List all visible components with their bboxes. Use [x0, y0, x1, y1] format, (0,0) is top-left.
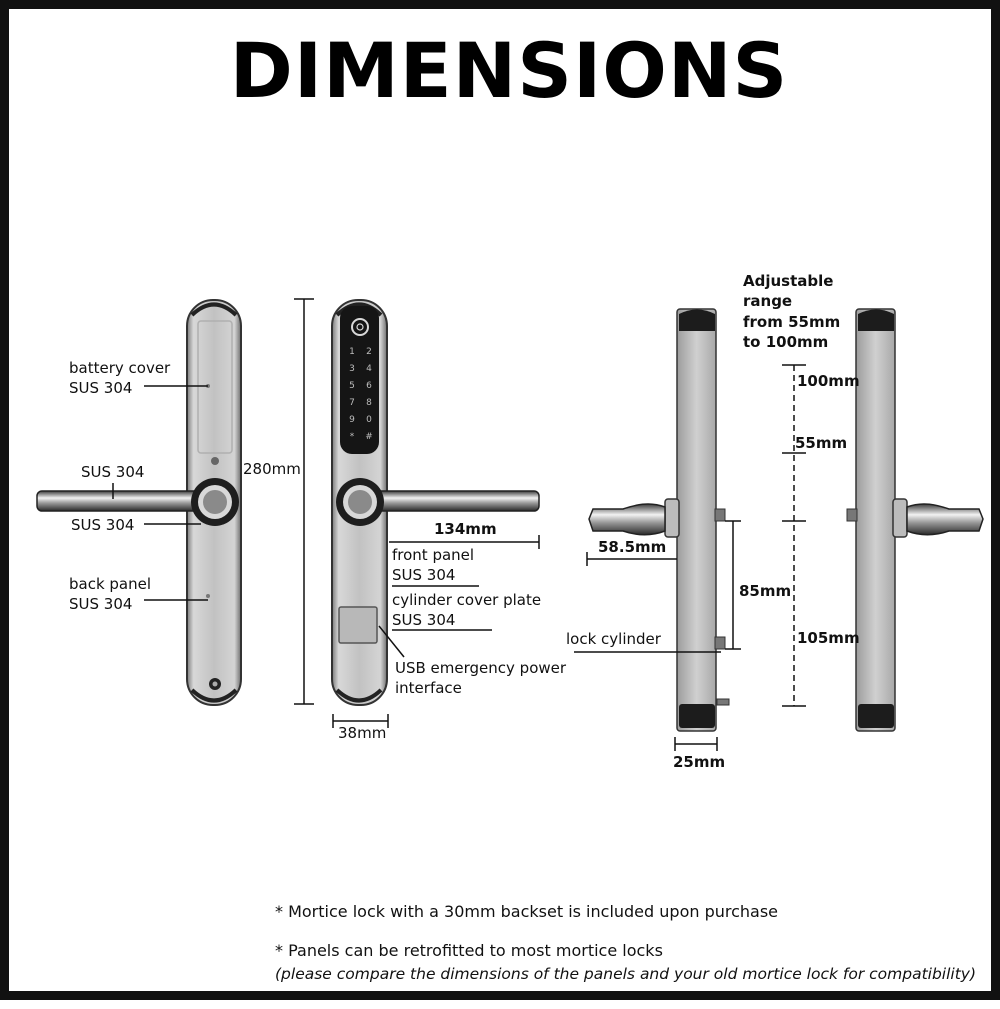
- battery-cover-label: battery cover: [69, 359, 171, 377]
- lever-length-label: 134mm: [434, 520, 497, 538]
- cylinder-distance-label: 85mm: [739, 582, 791, 600]
- battery-cover: [197, 320, 233, 454]
- range-max-label: 100mm: [797, 372, 860, 390]
- adjustable-line1: Adjustable: [743, 272, 833, 290]
- keypad-key: 6: [366, 381, 372, 391]
- keypad-key: 5: [349, 381, 355, 391]
- fingerprint-sensor-icon: [351, 318, 369, 336]
- front-panel-material-label: SUS 304: [392, 566, 455, 584]
- cylinder-cover-material-label: SUS 304: [392, 611, 455, 629]
- side-view-right: [846, 308, 984, 732]
- adjustable-line3: from 55mm: [743, 313, 840, 331]
- keypad-key: 1: [349, 347, 355, 357]
- front-panel-label: front panel: [392, 546, 474, 564]
- adjustable-line4: to 100mm: [743, 333, 828, 351]
- keypad-key: 3: [349, 364, 355, 374]
- width-dimension: 38mm: [332, 714, 389, 742]
- height-label: 280mm: [243, 460, 301, 478]
- usb-label-line1: USB emergency power: [395, 659, 567, 677]
- dimension-drawing: battery cover SUS 304 SUS 304 SUS 304 ba…: [36, 272, 984, 771]
- keypad-key: 8: [366, 398, 372, 408]
- keypad-key: 9: [349, 415, 355, 425]
- keypad-keys: 1 2 3 4 5 6 7 8 9 0 * #: [349, 347, 373, 442]
- back-panel-bottom-bevel: [190, 688, 238, 703]
- front-panel-labels: 134mm front panel SUS 304 cylinder cover…: [378, 520, 567, 697]
- page-title: DIMENSIONS: [229, 26, 789, 115]
- usb-label-line2: interface: [395, 679, 462, 697]
- battery-cover-screw: [211, 457, 219, 465]
- adjustable-line2: range: [743, 292, 792, 310]
- side-view-left: [588, 308, 730, 732]
- usb-leader: [378, 625, 405, 658]
- handle-material-top-label: SUS 304: [81, 463, 144, 481]
- back-panel-top-bevel: [190, 302, 238, 317]
- note-backset: * Mortice lock with a 30mm backset is in…: [275, 902, 779, 921]
- side-left-lever: [588, 503, 666, 536]
- back-panel-view: [36, 299, 242, 706]
- cylinder-cover-plate: [338, 606, 378, 644]
- back-panel-label: back panel: [69, 575, 151, 593]
- keypad-key: *: [350, 432, 355, 442]
- keypad-key: 7: [349, 398, 355, 408]
- side-view-labels: Adjustable range from 55mm to 100mm 100m…: [566, 272, 860, 771]
- back-panel-labels: battery cover SUS 304 SUS 304 SUS 304 ba…: [69, 359, 208, 613]
- lower-distance-label: 105mm: [797, 629, 860, 647]
- note-retrofit: * Panels can be retrofitted to most mort…: [275, 941, 663, 960]
- battery-cover-material-label: SUS 304: [69, 379, 132, 397]
- side-right-panel: [855, 308, 896, 732]
- keypad-key: 0: [366, 415, 372, 425]
- back-panel-mark: [206, 594, 210, 598]
- keypad-key: 2: [366, 347, 372, 357]
- spindle-label: 58.5mm: [598, 538, 666, 556]
- side-left-panel: [676, 308, 717, 732]
- height-dimension: 280mm: [243, 298, 314, 705]
- thickness-label: 25mm: [673, 753, 725, 771]
- keypad-glass: [340, 306, 379, 454]
- keypad-key: #: [365, 432, 373, 442]
- keypad-key: 4: [366, 364, 372, 374]
- range-min-label: 55mm: [795, 434, 847, 452]
- lock-cylinder-label: lock cylinder: [566, 630, 662, 648]
- width-label: 38mm: [338, 724, 386, 742]
- back-panel-material-label: SUS 304: [69, 595, 132, 613]
- note-compare: (please compare the dimensions of the pa…: [275, 965, 977, 983]
- cylinder-cover-label: cylinder cover plate: [392, 591, 541, 609]
- front-panel-view: 1 2 3 4 5 6 7 8 9 0 * #: [331, 299, 540, 706]
- side-right-lever: [906, 503, 984, 536]
- handle-material-bottom-label: SUS 304: [71, 516, 134, 534]
